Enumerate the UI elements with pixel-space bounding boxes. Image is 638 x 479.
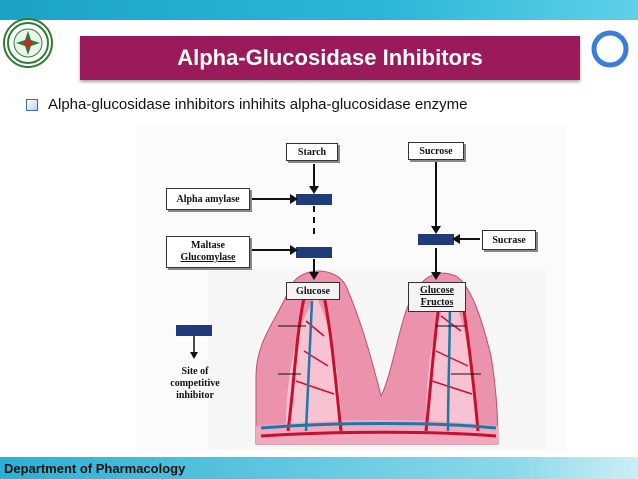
checkbox-bullet-icon [26,98,38,111]
glucose-text: Glucose [420,285,454,296]
glucose-fructos-label: Glucose Fructos [408,282,466,312]
slide-title-bar: Alpha-Glucosidase Inhibitors [80,36,580,80]
alpha-amylase-enzyme-block [296,194,332,205]
glucose-label: Glucose [286,282,340,300]
site-text-line1: Site of [181,366,209,377]
site-text-line2: competitive [170,378,220,389]
maltase-enzyme-block [296,247,332,258]
digestion-diagram: Starch Sucrose Alpha amylase Maltase Glu… [136,126,566,451]
fructos-text: Fructos [420,297,454,308]
sucrase-label: Sucrase [482,230,536,250]
footer-department: Department of Pharmacology [4,461,186,476]
alpha-amylase-label: Alpha amylase [166,188,250,210]
top-accent-bar [0,0,638,20]
starch-label: Starch [286,143,338,161]
diagram-drawing [136,126,566,451]
bullet-item: Alpha-glucosidase inhibitors inhihits al… [26,96,467,113]
bullet-text: Alpha-glucosidase inhibitors inhihits al… [48,96,468,113]
maltase-glucomylase-label: Maltase Glucomylase [166,236,250,268]
footer-bar [0,457,638,479]
sucrase-enzyme-block [418,234,454,245]
glucomylase-text: Glucomylase [180,252,236,263]
slide-title: Alpha-Glucosidase Inhibitors [177,45,483,70]
site-text-line3: inhibitor [176,390,214,401]
site-of-inhibitor-label: Site of competitive inhibitor [158,366,232,402]
sucrose-label: Sucrose [408,142,464,160]
inhibitor-block [176,325,212,336]
ring-icon [591,30,629,68]
university-logo [3,18,53,68]
maltase-text: Maltase [191,240,225,251]
